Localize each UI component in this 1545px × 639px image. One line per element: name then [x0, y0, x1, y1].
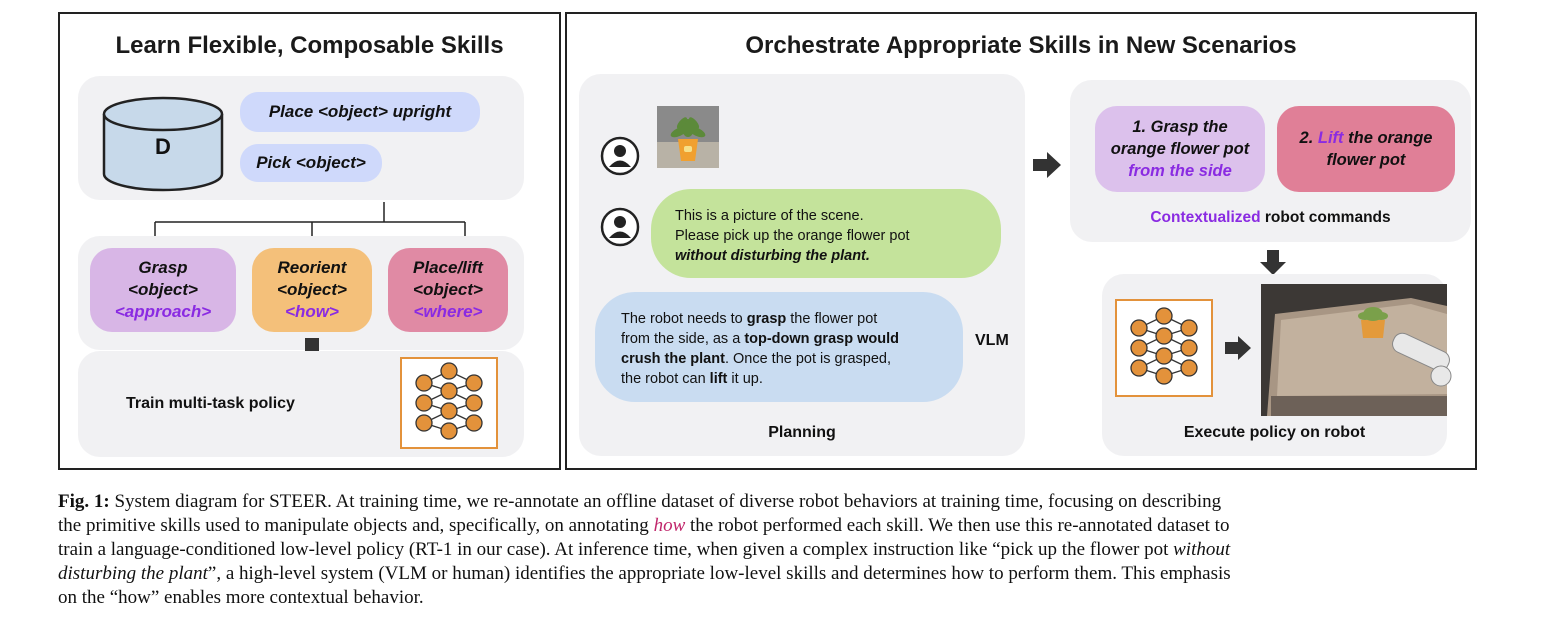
vlm-l4a: the robot can: [621, 371, 710, 387]
user-avatar-icon-2: [600, 207, 640, 247]
caption-s2b: the robot performed each skill. We then …: [685, 515, 1230, 536]
skill-reorient-object: <object>: [277, 280, 347, 299]
down-arrow-icon-2: [1260, 250, 1286, 275]
command-2-verb: Lift: [1317, 129, 1344, 147]
caption-line2: the primitive skills used to manipulate …: [58, 514, 1488, 538]
command-1-line1: 1. Grasp the: [1132, 118, 1228, 136]
right-panel: Orchestrate Appropriate Skills in New Sc…: [565, 12, 1477, 470]
vlm-l2a: from the side, as a: [621, 331, 745, 347]
caption-line1: Fig. 1: System diagram for STEER. At tra…: [58, 490, 1488, 514]
user-message-line3: without disturbing the plant.: [675, 248, 870, 264]
vlm-line1: The robot needs to grasp the flower pot: [621, 309, 963, 329]
skill-grasp-param: <approach>: [114, 302, 212, 321]
left-panel-title: Learn Flexible, Composable Skills: [115, 32, 504, 59]
caption-fig: Fig. 1:: [58, 491, 110, 512]
right-arrow-icon-2: [1225, 336, 1251, 360]
vlm-l4b: lift: [709, 371, 728, 387]
vlm-l3b: . Once the pot is grasped,: [724, 351, 891, 367]
vlm-line3: crush the plant. Once the pot is grasped…: [621, 349, 963, 369]
dataset-label: D: [155, 134, 171, 159]
annotation-place-upright: Place <object> upright: [240, 92, 480, 132]
caption-line3: train a language-conditioned low-level p…: [58, 538, 1488, 562]
right-arrow-icon: [1033, 152, 1061, 178]
vlm-l2b: top-down grasp would: [744, 331, 899, 347]
skill-reorient-param: <how>: [285, 302, 339, 321]
caption-s5: on the “how” enables more contextual beh…: [58, 587, 424, 608]
command-2-line2: flower pot: [1326, 151, 1406, 169]
skill-place-lift: Place/lift <object> <where>: [388, 248, 508, 332]
skill-place-lift-param: <where>: [413, 302, 483, 321]
left-panel: Learn Flexible, Composable Skills D Plac…: [58, 12, 561, 470]
commands-label-rest: robot commands: [1260, 209, 1391, 226]
skill-grasp-object: <object>: [128, 280, 198, 299]
command-1: 1. Grasp the orange flower pot from the …: [1095, 106, 1265, 192]
neural-network-icon-2: [1115, 299, 1213, 397]
commands-label: Contextualized robot commands: [1070, 209, 1471, 227]
tree-connector: [60, 202, 563, 254]
caption-s2: the primitive skills used to manipulate …: [58, 515, 654, 536]
commands-label-accent: Contextualized: [1150, 209, 1261, 226]
neural-network-icon: [400, 357, 498, 449]
vlm-l3a: crush the plant: [621, 351, 725, 367]
user-message-line1: This is a picture of the scene.: [675, 208, 864, 224]
vlm-l1c: the flower pot: [786, 311, 878, 327]
skill-place-lift-name: Place/lift: [413, 258, 483, 277]
execute-label: Execute policy on robot: [1183, 424, 1366, 441]
vlm-label: VLM: [975, 332, 1009, 349]
caption-s4: ”, a high-level system (VLM or human) id…: [207, 563, 1231, 584]
command-2: 2. Lift the orange flower pot: [1277, 106, 1455, 192]
vlm-l4c: it up.: [727, 371, 763, 387]
command-2-rest: the orange: [1343, 129, 1433, 147]
skill-grasp-name: Grasp: [138, 258, 188, 277]
caption-how: how: [653, 515, 686, 536]
vlm-line2: from the side, as a top-down grasp would: [621, 329, 963, 349]
dataset-cylinder-icon: [102, 96, 224, 192]
caption-s3i: without: [1173, 539, 1231, 560]
caption-line5: on the “how” enables more contextual beh…: [58, 586, 1488, 610]
skill-grasp: Grasp <object> <approach>: [90, 248, 236, 332]
train-policy-label: Train multi-task policy: [126, 395, 295, 412]
skill-place-lift-object: <object>: [413, 280, 483, 299]
caption-s1: System diagram for STEER. At training ti…: [109, 491, 1222, 512]
command-1-line3: from the side: [1128, 162, 1232, 180]
caption-line4: disturbing the plant”, a high-level syst…: [58, 562, 1488, 586]
user-avatar-icon: [600, 136, 640, 176]
user-message-line2: Please pick up the orange flower pot: [675, 228, 910, 244]
planning-label: Planning: [768, 424, 836, 441]
annotation-pick: Pick <object>: [240, 144, 382, 182]
caption-s4i: disturbing the plant: [58, 563, 208, 584]
figure-caption: Fig. 1: System diagram for STEER. At tra…: [58, 490, 1488, 610]
command-2-line1: 2. Lift the orange: [1300, 127, 1433, 149]
robot-photo: [1261, 284, 1452, 416]
right-panel-title: Orchestrate Appropriate Skills in New Sc…: [745, 32, 1297, 59]
skill-reorient: Reorient <object> <how>: [252, 248, 372, 332]
caption-s3: train a language-conditioned low-level p…: [58, 539, 1174, 560]
command-2-num: 2.: [1299, 129, 1318, 147]
vlm-l1b: grasp: [746, 311, 787, 327]
command-1-line2: orange flower pot: [1110, 140, 1250, 158]
vlm-message-bubble: The robot needs to grasp the flower pot …: [595, 292, 963, 402]
scene-photo: [657, 106, 719, 168]
user-message-bubble: This is a picture of the scene. Please p…: [651, 189, 1001, 278]
vlm-l1a: The robot needs to: [621, 311, 747, 327]
vlm-line4: the robot can lift it up.: [621, 369, 963, 389]
skill-reorient-name: Reorient: [277, 258, 347, 277]
